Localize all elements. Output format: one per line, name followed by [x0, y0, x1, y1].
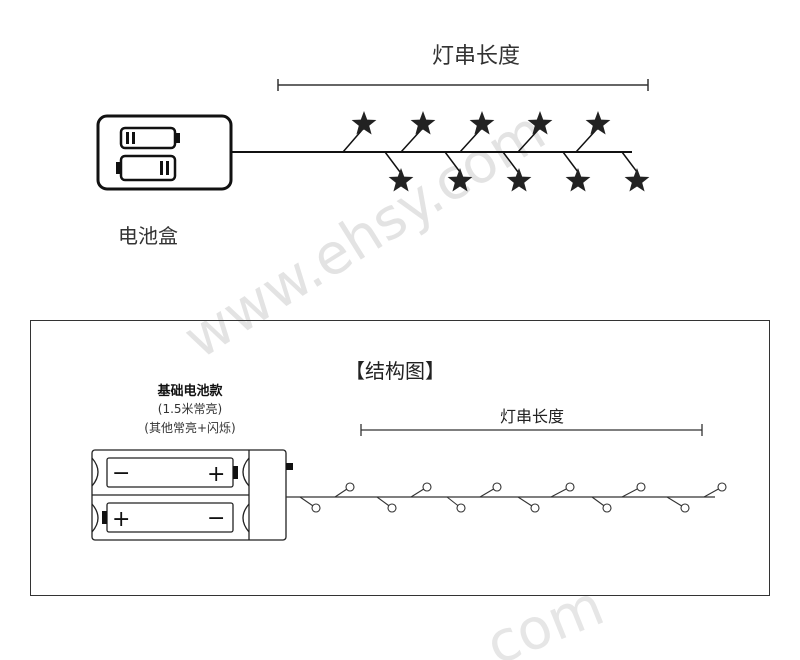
bulb-light-icon — [680, 503, 690, 513]
bulb-light-icon — [530, 503, 540, 513]
bulb-light-icon — [602, 503, 612, 513]
star-light-icon — [527, 111, 553, 135]
star-light-icon — [410, 111, 436, 135]
bulb-light-icon — [636, 482, 646, 492]
battery-top-terminal — [233, 466, 238, 479]
bulb-light-icon — [717, 482, 727, 492]
case-connector — [286, 463, 293, 470]
top-length-label: 灯串长度 — [431, 44, 520, 69]
bulb-light-icon — [492, 482, 502, 492]
star-light-icon — [469, 111, 495, 135]
structure-diagram-frame — [30, 320, 770, 596]
battery-bottom-terminal — [102, 511, 107, 524]
bulb-light-icon — [456, 503, 466, 513]
top-cell-plus-symbol: + — [207, 462, 225, 487]
structure-diagram-title: 【结构图】 — [345, 359, 445, 383]
star-light-icon — [624, 168, 650, 192]
top-length-bar — [277, 79, 649, 91]
basic-model-spec-line-2: (其他常亮+闪烁) — [144, 421, 236, 435]
bottom-cell-plus-symbol: + — [112, 507, 130, 532]
star-light-icons — [351, 111, 650, 192]
bottom-length-bar — [360, 424, 703, 436]
star-light-icon — [585, 111, 611, 135]
top-lower-star-stems — [384, 151, 638, 173]
bulb-light-icon — [345, 482, 355, 492]
top-cell-minus-symbol: − — [112, 461, 130, 486]
bulb-light-icon — [565, 482, 575, 492]
star-light-icon — [351, 111, 377, 135]
basic-model-title: 基础电池款 — [157, 384, 223, 399]
battery-box-icon — [96, 114, 233, 191]
bulb-light-icon — [311, 503, 321, 513]
bulb-light-icon — [422, 482, 432, 492]
star-light-icon — [506, 168, 532, 192]
top-upper-star-lights — [342, 129, 597, 153]
bulb-light-icon — [387, 503, 397, 513]
star-light-icon — [447, 168, 473, 192]
battery-box-label: 电池盒 — [118, 224, 178, 248]
structure-length-label: 灯串长度 — [499, 407, 564, 426]
bulb-lights — [299, 482, 727, 513]
basic-model-spec-line-1: (1.5米常亮) — [157, 402, 223, 416]
star-light-icon — [565, 168, 591, 192]
star-light-icon — [388, 168, 414, 192]
bottom-cell-minus-symbol: − — [207, 506, 225, 531]
